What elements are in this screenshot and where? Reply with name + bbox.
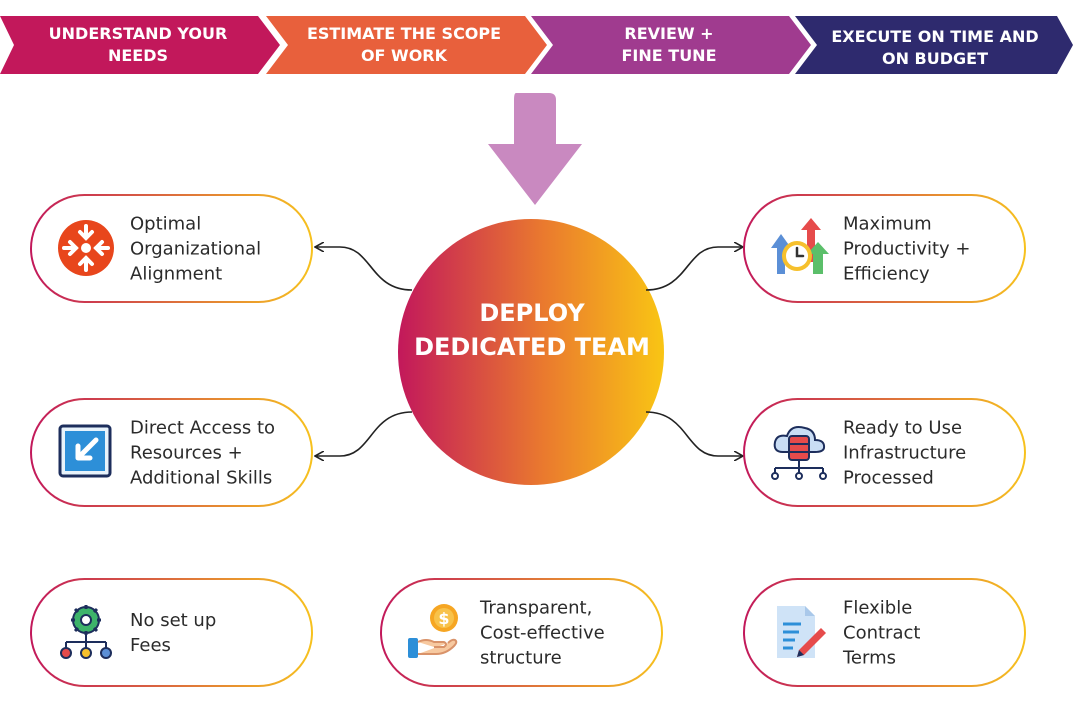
step-label-1: UNDERSTAND YOUR NEEDS bbox=[48, 24, 228, 65]
benefit-text: Optimal Organizational Alignment bbox=[130, 213, 262, 284]
connector-bottom-left bbox=[316, 411, 413, 456]
step-label-4: EXECUTE ON TIME AND ON BUDGET bbox=[831, 27, 1039, 68]
step-shape-3 bbox=[531, 16, 811, 74]
step-shape-4 bbox=[795, 16, 1073, 74]
step-shape-1 bbox=[0, 16, 280, 74]
productivity-clock-arrows-icon bbox=[771, 218, 829, 274]
connector-top-right bbox=[645, 247, 742, 291]
connector-top-left bbox=[316, 247, 413, 291]
benefit-no-setup-fees: No set up Fees bbox=[30, 578, 313, 687]
down-arrow bbox=[488, 93, 582, 205]
benefit-ready-infrastructure: Ready to Use Infrastructure Processed bbox=[743, 398, 1026, 507]
cloud-database-icon bbox=[771, 426, 827, 480]
gear-network-icon bbox=[60, 605, 112, 659]
benefit-text: Direct Access to Resources + Additional … bbox=[130, 417, 276, 488]
benefit-optimal-alignment: Optimal Organizational Alignment bbox=[30, 194, 313, 303]
contract-document-pen-icon bbox=[777, 606, 826, 658]
benefit-direct-access: Direct Access to Resources + Additional … bbox=[30, 398, 313, 507]
svg-text:$: $ bbox=[438, 609, 449, 628]
center-circle bbox=[398, 219, 664, 485]
step-label-3: REVIEW + FINE TUNE bbox=[621, 24, 717, 65]
benefit-text: Transparent, Cost-effective structure bbox=[480, 597, 605, 668]
benefit-text: Maximum Productivity + Efficiency bbox=[843, 213, 971, 284]
center-label: DEPLOY DEDICATED TEAM bbox=[414, 299, 650, 361]
step-shape-2 bbox=[266, 16, 547, 74]
benefit-transparent-cost: $ Transparent, Cost-effective structure bbox=[380, 578, 663, 687]
benefit-text: Flexible Contract Terms bbox=[843, 597, 921, 668]
step-label-2: ESTIMATE THE SCOPE OF WORK bbox=[306, 24, 502, 65]
benefit-text: Ready to Use Infrastructure Processed bbox=[843, 417, 967, 488]
hand-coin-icon: $ bbox=[408, 604, 458, 658]
connector-bottom-right bbox=[645, 411, 742, 456]
benefit-maximum-productivity: Maximum Productivity + Efficiency bbox=[743, 194, 1026, 303]
benefit-text: No set up Fees bbox=[130, 609, 217, 656]
benefit-flexible-contract: Flexible Contract Terms bbox=[743, 578, 1026, 687]
direct-access-arrow-icon bbox=[58, 424, 112, 478]
organization-alignment-icon bbox=[58, 220, 114, 276]
